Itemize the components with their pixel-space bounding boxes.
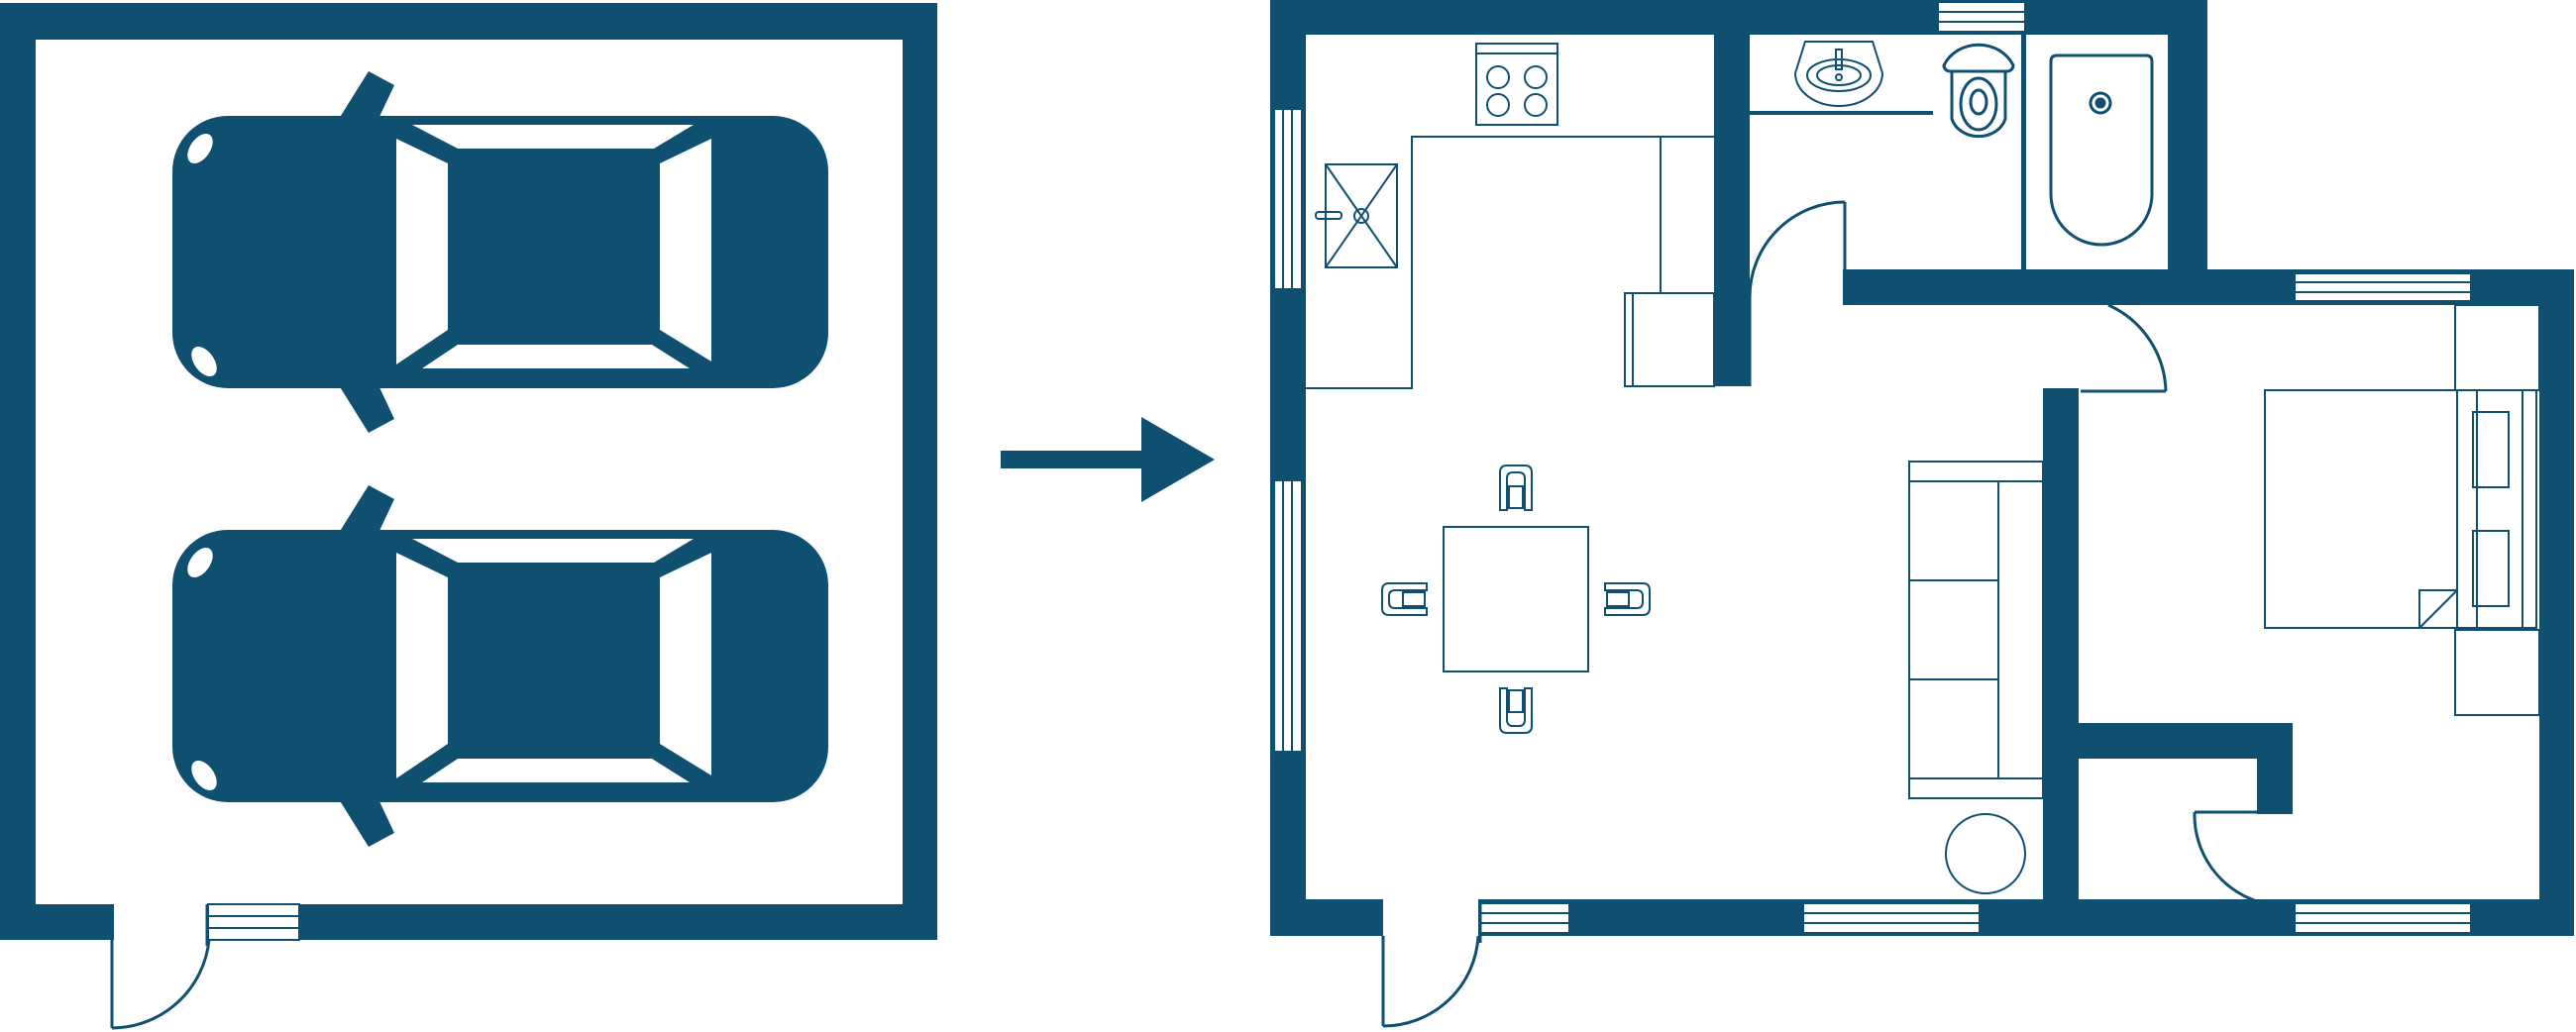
chair-icon [1381, 582, 1428, 616]
window-icon [1479, 902, 1570, 934]
garage-door-swing-icon [110, 904, 211, 1030]
car-icon [172, 485, 828, 847]
bed-icon [2264, 389, 2537, 629]
door-swing-icon [2081, 303, 2168, 393]
sink-icon [1315, 163, 1398, 268]
window-icon [1273, 108, 1303, 290]
chair-icon [1604, 582, 1651, 616]
bathroom-sink-icon [1793, 41, 1884, 107]
chair-icon [1499, 687, 1533, 734]
sofa-icon [1908, 461, 2044, 799]
door-swing-icon [2193, 810, 2258, 903]
wardrobe-icon [2454, 304, 2540, 716]
window-icon [2294, 902, 2472, 934]
stove-icon [1475, 43, 1558, 126]
door-swing-icon [1381, 899, 1482, 1028]
chair-icon [1499, 464, 1533, 511]
door-swing-icon [1748, 200, 1847, 386]
kitchen-counter [1306, 136, 1715, 389]
garage-window-icon [207, 903, 300, 941]
garage-window-lines [208, 915, 299, 929]
apartment-walls [1270, 0, 2574, 936]
window-icon [2294, 272, 2472, 302]
table-icon [1443, 526, 1589, 672]
window-icon [1937, 1, 2026, 33]
right-arrow-icon [1001, 417, 1215, 502]
toilet-icon [1942, 43, 2015, 139]
window-icon [1273, 479, 1303, 753]
round-table-icon [1945, 813, 2026, 894]
car-icon [172, 71, 828, 433]
garage-plan [0, 3, 937, 1030]
apartment-floor-plan [1270, 0, 2574, 1028]
window-icon [1802, 902, 1981, 934]
bathtub-icon [2049, 53, 2154, 247]
